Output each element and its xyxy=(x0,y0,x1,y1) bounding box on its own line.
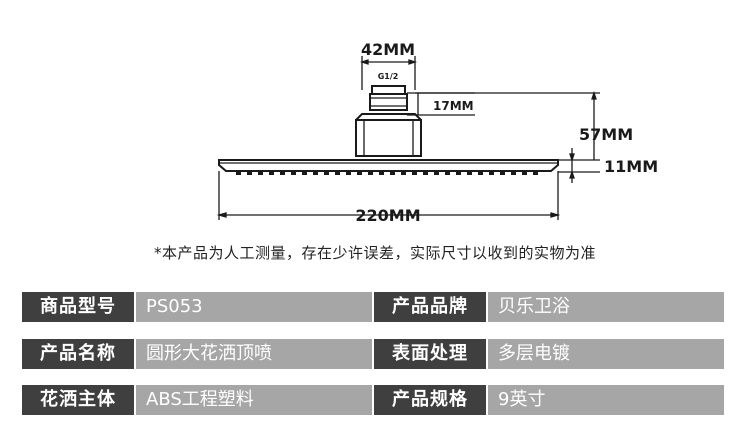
spec-label: 产品规格 xyxy=(374,385,486,415)
spec-label: 产品品牌 xyxy=(374,292,486,322)
shower-head-technical-drawing: 42MM G1/2 17MM 57MM 11MM 220MM xyxy=(216,40,658,225)
spec-value: PS053 xyxy=(136,292,372,322)
nozzle xyxy=(269,171,274,175)
spec-row: 商品型号 PS053 产品品牌 贝乐卫浴 xyxy=(22,292,724,322)
nozzle xyxy=(368,171,373,175)
nozzle xyxy=(280,171,285,175)
spec-value: 圆形大花洒顶喷 xyxy=(136,339,372,369)
shower-head-plate xyxy=(218,159,559,172)
nozzle xyxy=(390,171,395,175)
nozzle xyxy=(324,171,329,175)
nozzle xyxy=(236,171,241,175)
nozzle xyxy=(258,171,263,175)
total-height-label: 57MM xyxy=(579,125,633,144)
nozzle xyxy=(467,171,472,175)
nozzle xyxy=(401,171,406,175)
nozzle xyxy=(335,171,340,175)
total-height-dimension xyxy=(415,90,600,160)
connector-width-dimension xyxy=(359,56,418,90)
nozzle xyxy=(500,171,505,175)
nozzle xyxy=(357,171,362,175)
nozzle-row xyxy=(236,171,538,175)
nozzle xyxy=(247,171,252,175)
nozzle xyxy=(302,171,307,175)
spec-label: 产品名称 xyxy=(22,339,134,369)
spec-value: 贝乐卫浴 xyxy=(488,292,724,322)
nozzle xyxy=(291,171,296,175)
nozzle xyxy=(478,171,483,175)
nozzle xyxy=(434,171,439,175)
diameter-dimension xyxy=(216,171,561,220)
nozzle xyxy=(445,171,450,175)
nozzle xyxy=(511,171,516,175)
spec-value: ABS工程塑料 xyxy=(136,385,372,415)
spec-label: 商品型号 xyxy=(22,292,134,322)
head-thickness-label: 11MM xyxy=(604,157,658,176)
nozzle xyxy=(313,171,318,175)
shower-neck xyxy=(355,113,422,157)
spec-value: 9英寸 xyxy=(488,385,724,415)
thread-fitting xyxy=(369,85,408,115)
spec-label: 花洒主体 xyxy=(22,385,134,415)
nozzle xyxy=(379,171,384,175)
nozzle xyxy=(489,171,494,175)
thread-label: G1/2 xyxy=(378,72,399,81)
measurement-note: *本产品为人工测量，存在少许误差，实际尺寸以收到的实物为准 xyxy=(153,244,596,262)
nut-height-label: 17MM xyxy=(433,99,474,113)
spec-label: 表面处理 xyxy=(374,339,486,369)
nozzle xyxy=(412,171,417,175)
nozzle xyxy=(456,171,461,175)
spec-value: 多层电镀 xyxy=(488,339,724,369)
head-thickness-dimension xyxy=(558,148,600,183)
diameter-label: 220MM xyxy=(355,206,420,225)
connector-width-label: 42MM xyxy=(361,40,415,59)
nozzle xyxy=(533,171,538,175)
nozzle xyxy=(423,171,428,175)
nozzle xyxy=(522,171,527,175)
nozzle xyxy=(346,171,351,175)
spec-row: 产品名称 圆形大花洒顶喷 表面处理 多层电镀 xyxy=(22,339,724,369)
spec-row: 花洒主体 ABS工程塑料 产品规格 9英寸 xyxy=(22,385,724,415)
